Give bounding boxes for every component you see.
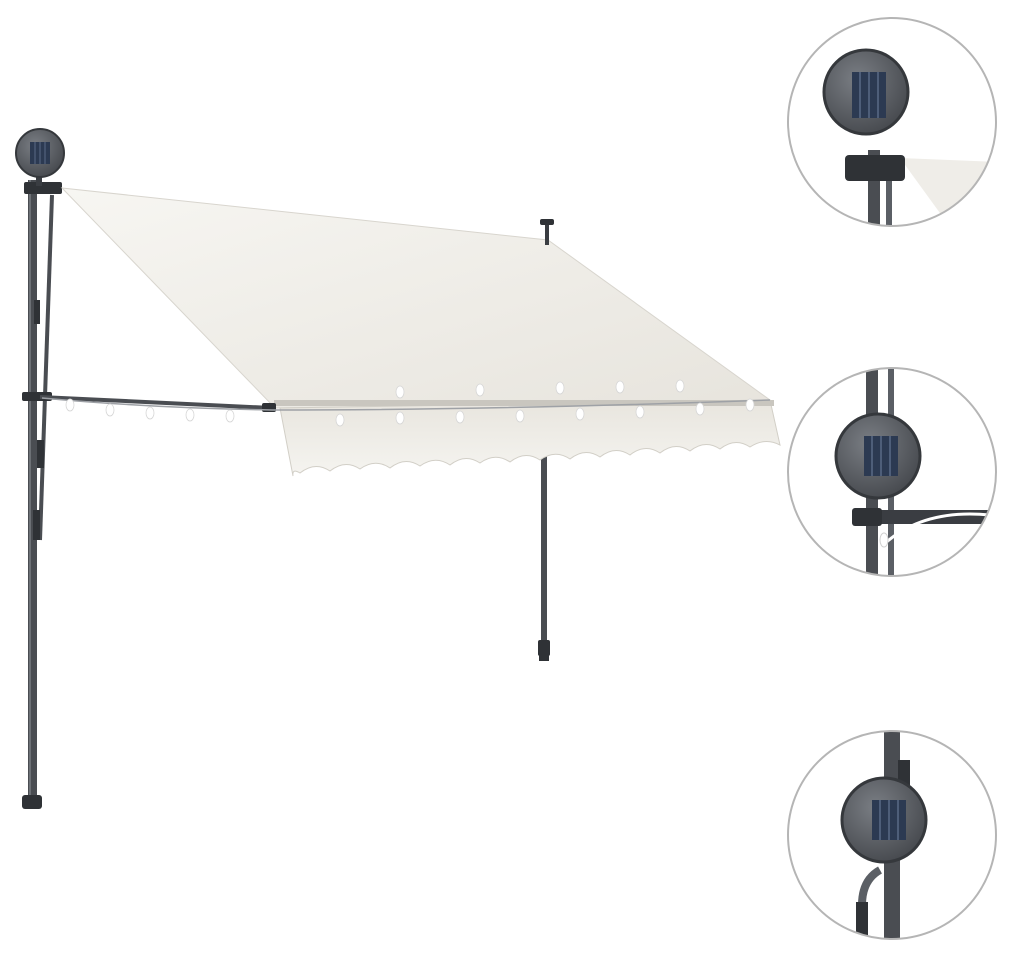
led-string-lights: [41, 379, 771, 427]
detail-view-solar-mount-arm: [787, 367, 997, 577]
detail-view-solar-mount-top: [787, 17, 997, 227]
awning-main-view: [15, 128, 781, 809]
detail-view-solar-mount-pole: [787, 730, 997, 940]
awning-canvas: [60, 187, 772, 409]
left-pole: [22, 180, 62, 809]
solar-light: [15, 128, 65, 186]
awning-valance: [279, 399, 781, 477]
front-pole: [538, 219, 554, 661]
